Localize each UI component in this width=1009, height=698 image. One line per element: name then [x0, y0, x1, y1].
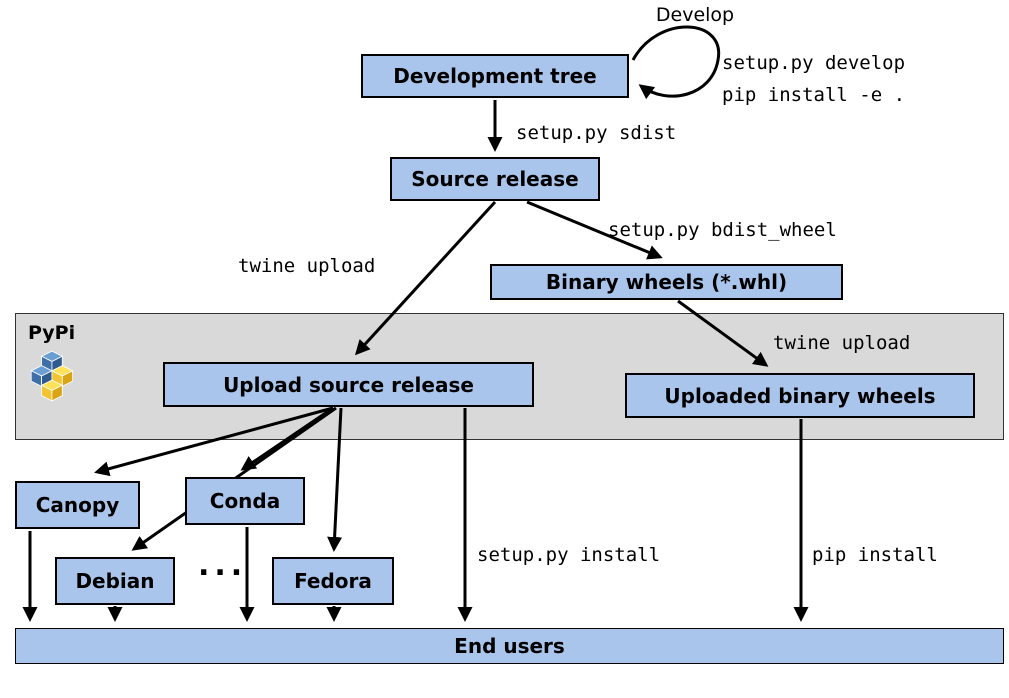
label-develop: Develop	[655, 4, 735, 26]
node-upload-source-release: Upload source release	[163, 362, 534, 407]
node-canopy: Canopy	[15, 481, 140, 529]
label-setup-develop-cmd: setup.py develop	[722, 52, 906, 74]
node-development-tree: Development tree	[361, 54, 629, 98]
node-debian: Debian	[55, 557, 175, 605]
node-uploaded-binary-wheels: Uploaded binary wheels	[625, 373, 975, 418]
pypi-logo	[30, 350, 74, 402]
label-pip-install: pip install	[812, 544, 938, 566]
node-source-release: Source release	[390, 157, 600, 201]
pypi-logo-cube-blue-2	[30, 365, 53, 387]
label-twine-upload-source: twine upload	[238, 255, 376, 277]
pypi-region-title: PyPi	[28, 322, 76, 344]
node-binary-wheels: Binary wheels (*.whl)	[490, 264, 843, 300]
more-distros-ellipsis: ...	[198, 548, 248, 583]
node-fedora: Fedora	[272, 557, 394, 605]
label-setup-install: setup.py install	[477, 544, 661, 566]
label-twine-upload-wheels: twine upload	[773, 332, 911, 354]
node-end-users: End users	[15, 628, 1004, 664]
label-pip-install-e-cmd: pip install -e .	[722, 84, 906, 106]
label-bdist-wheel: setup.py bdist_wheel	[608, 219, 837, 241]
node-conda: Conda	[185, 477, 305, 525]
label-sdist: setup.py sdist	[516, 122, 677, 144]
pypi-logo-cube-yellow-2	[40, 379, 64, 402]
arrow-develop-loop	[631, 25, 721, 100]
